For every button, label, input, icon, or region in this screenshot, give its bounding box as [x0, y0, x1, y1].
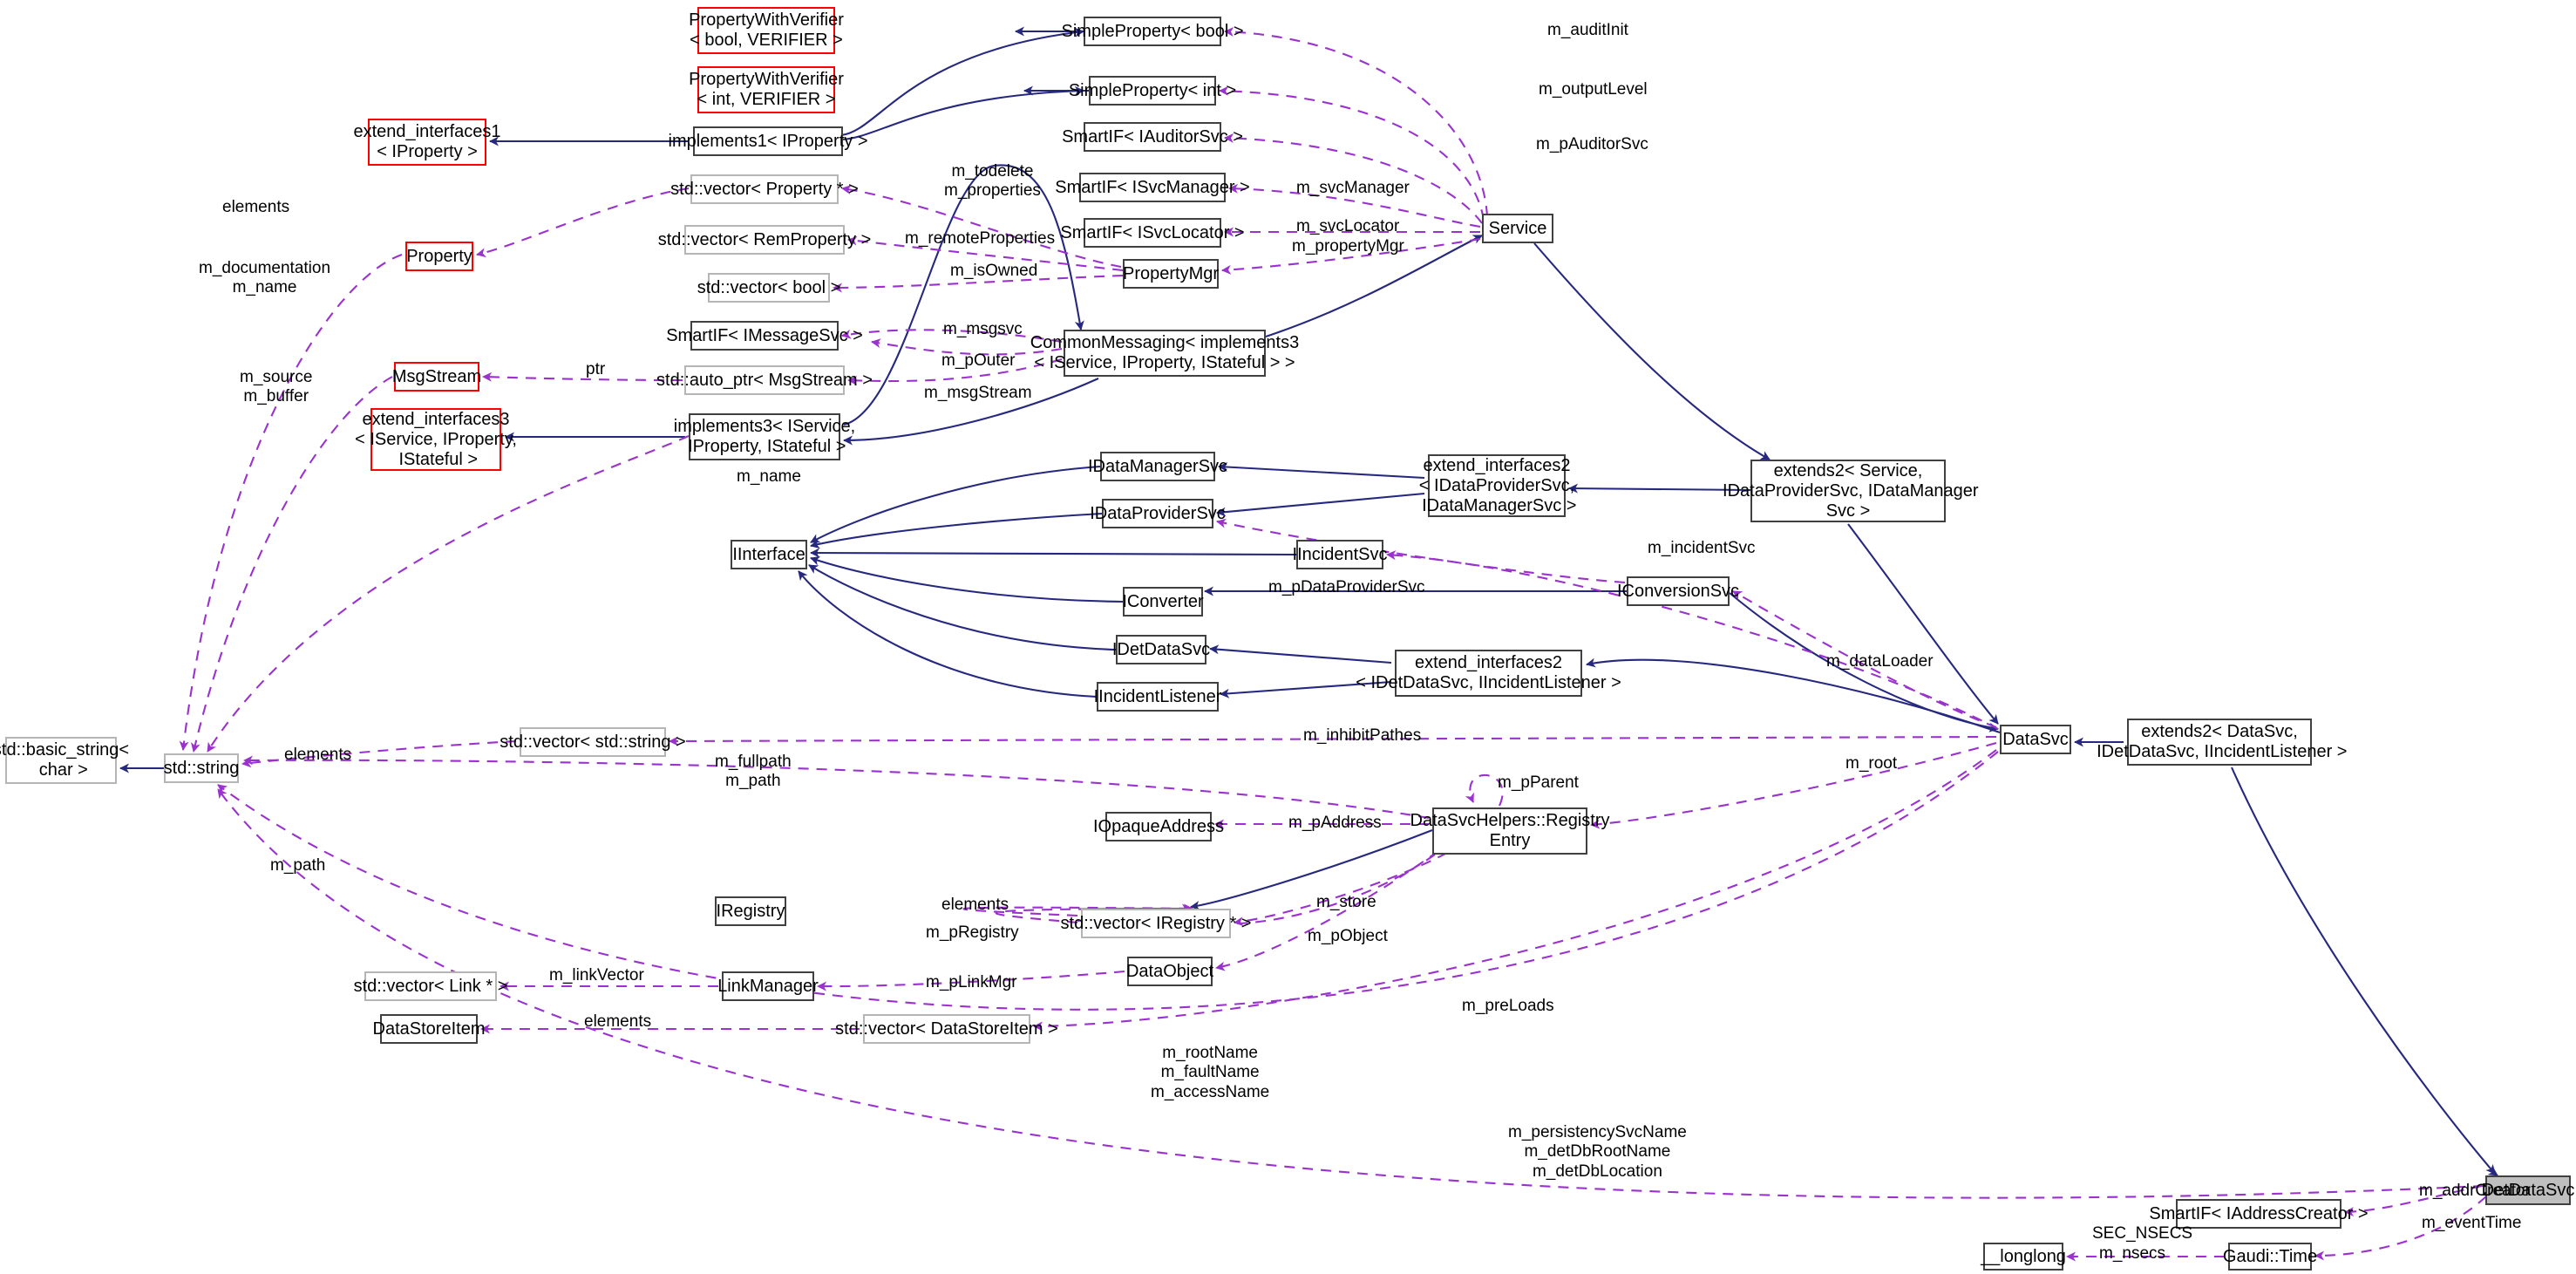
node-smartif-isvcmanager[interactable]: SmartIF< ISvcManager > [1055, 173, 1250, 202]
node-smartif-isvclocator[interactable]: SmartIF< ISvcLocator > [1060, 218, 1245, 248]
edge-label-m-addrcreator: m_addrCreator [2419, 1182, 2531, 1200]
edge-label-m-pouter: m_pOuter [941, 351, 1016, 370]
edge-label-m-remoteproperties: m_remoteProperties [905, 229, 1056, 248]
edge-label-sec-nsecs: SEC_NSECS [2092, 1224, 2193, 1243]
node-detdatasvc[interactable]: DetDataSvc [2482, 1175, 2574, 1205]
node-vector-property-ptr[interactable]: std::vector< Property * > [670, 174, 859, 204]
edge-label-m-paddress: m_pAddress [1288, 814, 1382, 832]
node-basic-string-char[interactable]: std::basic_string< char > [0, 737, 129, 784]
node-extend-interfaces3[interactable]: extend_interfaces3 < IService, IProperty… [355, 408, 517, 471]
node-extend-interfaces1-iproperty[interactable]: extend_interfaces1 < IProperty > [354, 119, 501, 166]
edge-label-m-incidentsvc: m_incidentSvc [1648, 539, 1756, 557]
node-extends2-datasvc[interactable]: extends2< DataSvc, IDetDataSvc, IInciden… [2097, 719, 2347, 766]
node-simpleproperty-int[interactable]: SimpleProperty< int > [1069, 76, 1236, 106]
edge-label-elements-datastoreitem: elements [584, 1012, 652, 1031]
edge-label-m-name: m_name [737, 467, 801, 486]
node-propertymgr[interactable]: PropertyMgr [1123, 259, 1219, 289]
node-iincidentsvc[interactable]: IIncidentSvc [1293, 540, 1387, 569]
node-idataprovidersvc[interactable]: IDataProviderSvc [1090, 499, 1226, 528]
node-simpleproperty-bool[interactable]: SimpleProperty< bool > [1062, 17, 1244, 46]
node-datastoreitem[interactable]: DataStoreItem [373, 1014, 485, 1044]
node-iopaqueaddress[interactable]: IOpaqueAddress [1093, 812, 1224, 841]
edge-label-m-path: m_path [270, 856, 326, 875]
node-autoptr-msgstream[interactable]: std::auto_ptr< MsgStream > [656, 365, 873, 395]
edge-label-m-plinkmgr: m_pLinkMgr [926, 973, 1017, 991]
node-idetdatasvc[interactable]: IDetDataSvc [1112, 635, 1210, 664]
edge-label-m-fullpath-path: m_fullpath m_path [715, 753, 792, 791]
edge-label-m-pobject: m_pObject [1308, 927, 1388, 945]
node-vector-link-ptr[interactable]: std::vector< Link * > [354, 971, 507, 1001]
node-property[interactable]: Property [405, 242, 473, 271]
node-service[interactable]: Service [1482, 214, 1553, 243]
node-implements3[interactable]: implements3< IService, IProperty, IState… [674, 413, 855, 460]
edge-label-m-msgsvc: m_msgsvc [943, 320, 1023, 338]
node-gaudi-time[interactable]: Gaudi::Time [2223, 1243, 2317, 1271]
edge-label-m-persistencysvcname-group: m_persistencySvcName m_detDbRootName m_d… [1508, 1123, 1687, 1181]
node-vector-iregistry-ptr[interactable]: std::vector< IRegistry * > [1061, 909, 1252, 938]
node-commonmessaging[interactable]: CommonMessaging< implements3 < IService,… [1030, 330, 1299, 377]
edge-label-m-outputlevel: m_outputLevel [1539, 80, 1648, 99]
node-datasvc[interactable]: DataSvc [2000, 725, 2071, 754]
node-vector-datastoreitem[interactable]: std::vector< DataStoreItem > [835, 1014, 1058, 1044]
node-property-with-verifier-int[interactable]: PropertyWithVerifier < int, VERIFIER > [689, 66, 844, 113]
edge-label-m-pdataprovidersvc: m_pDataProviderSvc [1268, 578, 1425, 596]
node-smartif-imessagesvc[interactable]: SmartIF< IMessageSvc > [666, 321, 863, 351]
edge-label-m-documentation-name: m_documentation m_name [199, 259, 331, 297]
edge-label-m-preloads: m_preLoads [1462, 997, 1554, 1015]
node-iconversionsvc[interactable]: IConversionSvc [1617, 576, 1739, 606]
edge-label-m-dataloader: m_dataLoader [1826, 652, 1934, 671]
edge-label-m-msgstream: m_msgStream [924, 384, 1032, 402]
node-iconverter[interactable]: IConverter [1122, 587, 1204, 617]
edge-label-m-source-buffer: m_source m_buffer [240, 368, 313, 406]
node-iregistry[interactable]: IRegistry [715, 896, 786, 926]
node-iinterface[interactable]: IInterface [731, 540, 807, 569]
edge-label-m-nsecs: m_nsecs [2099, 1244, 2166, 1263]
edge-label-m-pparent: m_pParent [1498, 773, 1579, 792]
edge-label-m-linkvector: m_linkVector [549, 966, 644, 984]
edge-label-elements-property: elements [222, 198, 290, 216]
node-extends2-service[interactable]: extends2< Service, IDataProviderSvc, IDa… [1723, 460, 1979, 522]
node-smartif-iauditorsvc[interactable]: SmartIF< IAuditorSvc > [1062, 122, 1243, 152]
edge-label-m-svcmanager: m_svcManager [1296, 179, 1410, 197]
edge-label-m-todelete-properties: m_todelete m_properties [944, 162, 1041, 201]
edge-label-m-root: m_root [1845, 754, 1898, 773]
edge-label-ptr: ptr [586, 360, 606, 378]
node-property-with-verifier-bool[interactable]: PropertyWithVerifier < bool, VERIFIER > [689, 7, 844, 54]
node-vector-bool[interactable]: std::vector< bool > [697, 273, 840, 303]
edge-label-m-rootname-group: m_rootName m_faultName m_accessName [1151, 1044, 1270, 1101]
edge-label-m-eventtime: m_eventTime [2422, 1214, 2522, 1232]
node-smartif-iaddresscreator[interactable]: SmartIF< IAddressCreator > [2149, 1199, 2369, 1229]
edge-label-m-inhibitpathes: m_inhibitPathes [1303, 726, 1422, 745]
edge-label-m-auditinit: m_auditInit [1547, 21, 1628, 39]
node-std-string[interactable]: std::string [164, 753, 239, 783]
edge-label-m-pregistry: m_pRegistry [926, 923, 1019, 942]
node-registry-entry[interactable]: DataSvcHelpers::Registry Entry [1410, 807, 1609, 855]
edge-label-m-svclocator: m_svcLocator [1296, 217, 1400, 235]
node-extend-interfaces2-detdatasvc[interactable]: extend_interfaces2 < IDetDataSvc, IIncid… [1356, 650, 1621, 697]
edge-label-m-pauditorsvc: m_pAuditorSvc [1536, 135, 1648, 153]
node-vector-remproperty[interactable]: std::vector< RemProperty > [658, 225, 871, 255]
node-idatamanagersvc[interactable]: IDataManagerSvc [1088, 452, 1227, 481]
node-longlong[interactable]: __longlong [1981, 1243, 2066, 1271]
node-vector-std-string[interactable]: std::vector< std::string > [500, 727, 686, 757]
edge-label-m-store: m_store [1316, 893, 1376, 911]
node-msgstream[interactable]: MsgStream [392, 362, 481, 392]
node-iincidentlistener[interactable]: IIncidentListener [1094, 682, 1221, 712]
edge-label-elements-string: elements [284, 746, 352, 764]
node-extend-interfaces2-dataprovider[interactable]: extend_interfaces2 < IDataProviderSvc, I… [1419, 454, 1576, 517]
edge-label-m-isowned: m_isOwned [950, 262, 1038, 280]
node-dataobject[interactable]: DataObject [1126, 957, 1213, 986]
edge-label-m-propertymgr: m_propertyMgr [1292, 237, 1404, 255]
edge-label-elements-iregistry: elements [941, 896, 1009, 914]
node-implements1-iproperty[interactable]: implements1< IProperty > [669, 126, 868, 156]
node-linkmanager[interactable]: LinkManager [717, 971, 819, 1001]
